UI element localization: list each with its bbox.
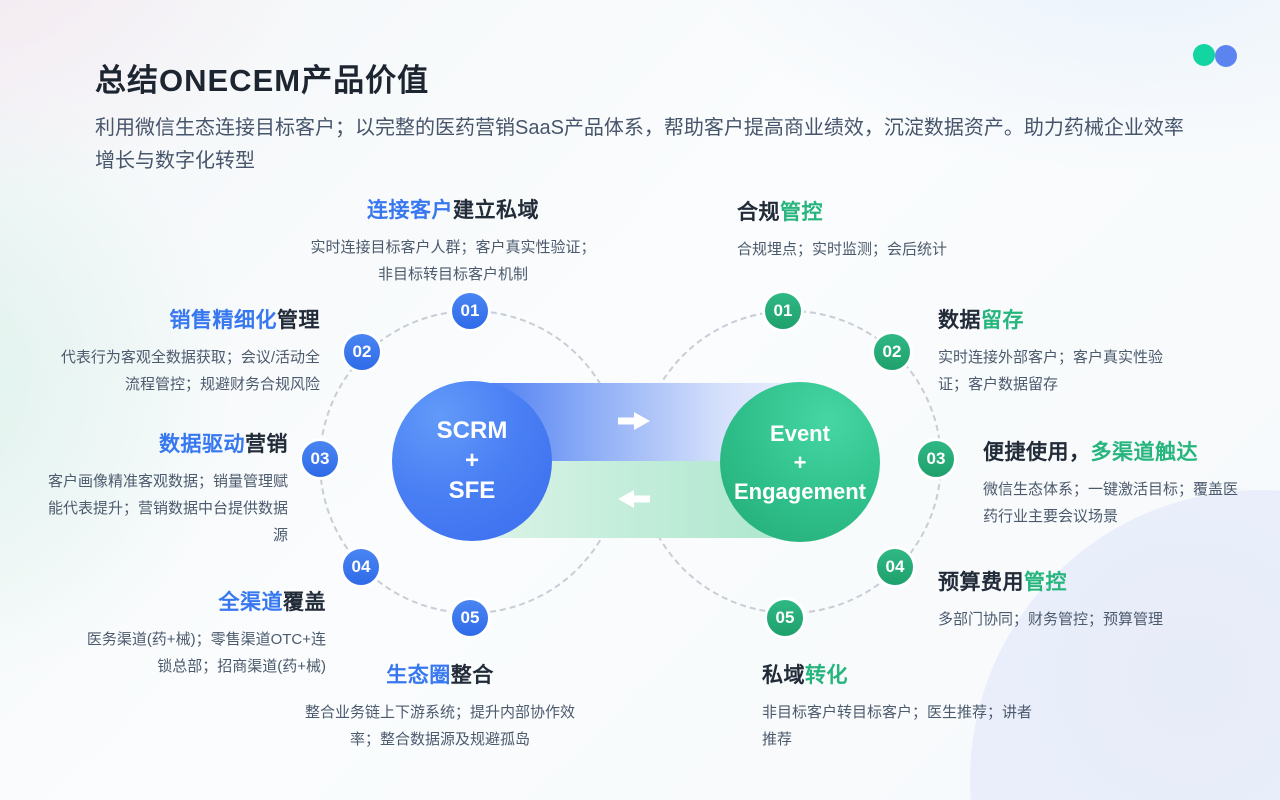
feature-desc: 非目标客户转目标客户；医生推荐；讲者推荐 <box>762 704 1033 748</box>
feature-desc: 实时连接目标客户人群；客户真实性验证；非目标转目标客户机制 <box>310 239 596 283</box>
feature-desc: 医务渠道(药+械)；零售渠道OTC+连锁总部；招商渠道(药+械) <box>86 631 326 675</box>
feature-title: 私域转化 <box>762 664 848 687</box>
feature-connect-customers: 连接客户建立私域 实时连接目标客户人群；客户真实性验证；非目标转目标客户机制 <box>308 196 598 288</box>
feature-desc: 整合业务链上下游系统；提升内部协作效率；整合数据源及规避孤岛 <box>304 704 575 748</box>
feature-title: 连接客户建立私域 <box>367 199 539 222</box>
feature-title: 数据驱动营销 <box>159 433 288 456</box>
feature-multichannel-reach: 便捷使用，多渠道触达 微信生态体系；一键激活目标；覆盖医药行业主要会议场景 <box>983 438 1251 530</box>
hub-event-engagement: Event + Engagement <box>720 382 880 542</box>
badge-left-02: 02 <box>341 331 383 373</box>
feature-title: 便捷使用，多渠道触达 <box>983 441 1198 464</box>
blue-dot-decoration <box>1215 45 1237 67</box>
arrow-left-icon <box>618 490 650 508</box>
feature-title: 合规管控 <box>737 201 823 224</box>
feature-omnichannel-coverage: 全渠道覆盖 医务渠道(药+械)；零售渠道OTC+连锁总部；招商渠道(药+械) <box>76 588 326 680</box>
page-title: 总结ONECEM产品价值 <box>95 63 430 98</box>
feature-refined-sales-management: 销售精细化管理 代表行为客观全数据获取；会议/活动全流程管控；规避财务合规风险 <box>58 306 320 398</box>
feature-desc: 代表行为客观全数据获取；会议/活动全流程管控；规避财务合规风险 <box>60 349 320 393</box>
feature-title: 全渠道覆盖 <box>218 591 326 614</box>
page-subtitle: 利用微信生态连接目标客户；以完整的医药营销SaaS产品体系，帮助客户提高商业绩效… <box>95 117 1184 172</box>
feature-title: 预算费用管控 <box>938 571 1067 594</box>
badge-left-05: 05 <box>449 597 491 639</box>
feature-desc: 实时连接外部客户；客户真实性验证；客户数据留存 <box>938 349 1164 393</box>
badge-right-04: 04 <box>874 546 916 588</box>
badge-right-05: 05 <box>764 597 806 639</box>
feature-title: 销售精细化管理 <box>169 309 320 332</box>
feature-desc: 微信生态体系；一键激活目标；覆盖医药行业主要会议场景 <box>983 481 1239 525</box>
badge-right-01: 01 <box>762 290 804 332</box>
badge-left-01: 01 <box>449 290 491 332</box>
feature-data-retention: 数据留存 实时连接外部客户；客户真实性验证；客户数据留存 <box>938 306 1188 398</box>
feature-desc: 客户画像精准客观数据；销量管理赋能代表提升；营销数据中台提供数据源 <box>47 473 288 544</box>
badge-left-04: 04 <box>340 546 382 588</box>
badge-right-03: 03 <box>915 438 957 480</box>
feature-title: 数据留存 <box>938 309 1024 332</box>
feature-desc: 多部门协同；财务管控；预算管理 <box>938 611 1164 628</box>
feature-compliance-control: 合规管控 合规埋点；实时监测；会后统计 <box>737 198 1037 263</box>
feature-data-driven-marketing: 数据驱动营销 客户画像精准客观数据；销量管理赋能代表提升；营销数据中台提供数据源 <box>40 430 288 549</box>
feature-budget-control: 预算费用管控 多部门协同；财务管控；预算管理 <box>938 568 1228 633</box>
badge-left-03: 03 <box>299 438 341 480</box>
badge-right-02: 02 <box>871 331 913 373</box>
feature-title: 生态圈整合 <box>386 664 494 687</box>
feature-ecosystem-integration: 生态圈整合 整合业务链上下游系统；提升内部协作效率；整合数据源及规避孤岛 <box>295 661 585 753</box>
green-dot-decoration <box>1193 44 1215 66</box>
feature-private-domain-conversion: 私域转化 非目标客户转目标客户；医生推荐；讲者推荐 <box>762 661 1042 753</box>
corner-blob-decoration <box>970 490 1280 800</box>
arrow-right-icon <box>618 412 650 430</box>
feature-desc: 合规埋点；实时监测；会后统计 <box>737 241 948 258</box>
hub-scrm-sfe: SCRM + SFE <box>392 381 552 541</box>
